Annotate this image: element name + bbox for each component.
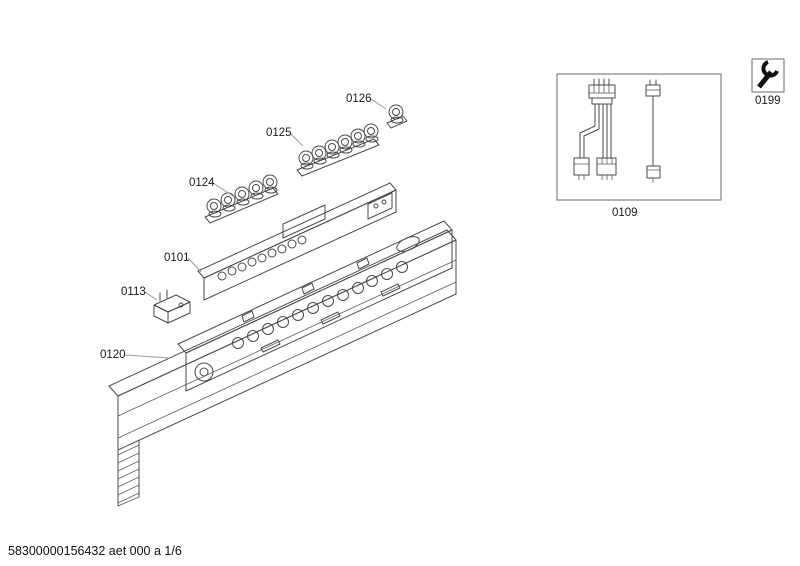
button-row-0124 xyxy=(204,174,279,224)
single-button-0126 xyxy=(386,104,408,129)
service-tool-box-0199 xyxy=(751,58,785,93)
callout-0120: 0120 xyxy=(100,349,126,361)
control-module-0101 xyxy=(197,182,397,301)
panel-slot xyxy=(260,339,281,353)
cable-harness-box-0109 xyxy=(556,73,722,201)
wiring-harness-left xyxy=(573,78,617,180)
callout-0126: 0126 xyxy=(346,93,372,105)
leader-lines xyxy=(124,98,387,359)
wrench-icon xyxy=(757,60,779,89)
panel-end-ribs xyxy=(117,440,140,507)
button-row-0125 xyxy=(296,123,380,177)
mounting-clip xyxy=(301,282,315,295)
bracket-0113 xyxy=(153,289,191,324)
display-window-hole xyxy=(396,236,420,252)
wiring-harness-right xyxy=(645,79,661,183)
callout-0113: 0113 xyxy=(121,286,146,298)
mounting-clip xyxy=(241,310,255,323)
callout-0125: 0125 xyxy=(266,127,292,139)
button-tray xyxy=(204,187,279,224)
button-tray xyxy=(296,138,380,177)
module-connector xyxy=(367,192,393,220)
callout-0199: 0199 xyxy=(755,95,781,107)
panel-slot xyxy=(380,283,401,297)
front-panel-0120 xyxy=(108,220,457,507)
callout-0109: 0109 xyxy=(612,207,638,219)
panel-slot xyxy=(320,311,341,325)
callouts: 0124 0125 0126 0101 0113 0120 0109 0199 xyxy=(100,93,781,361)
panel-hole xyxy=(194,362,214,382)
module-housing xyxy=(282,204,326,239)
panel-top-face xyxy=(177,220,453,392)
callout-0101: 0101 xyxy=(164,252,190,264)
document-number: 58300000156432 aet 000 a 1/6 xyxy=(8,544,182,558)
mounting-clip xyxy=(356,257,370,270)
button-base xyxy=(386,115,408,129)
callout-0124: 0124 xyxy=(189,177,215,189)
